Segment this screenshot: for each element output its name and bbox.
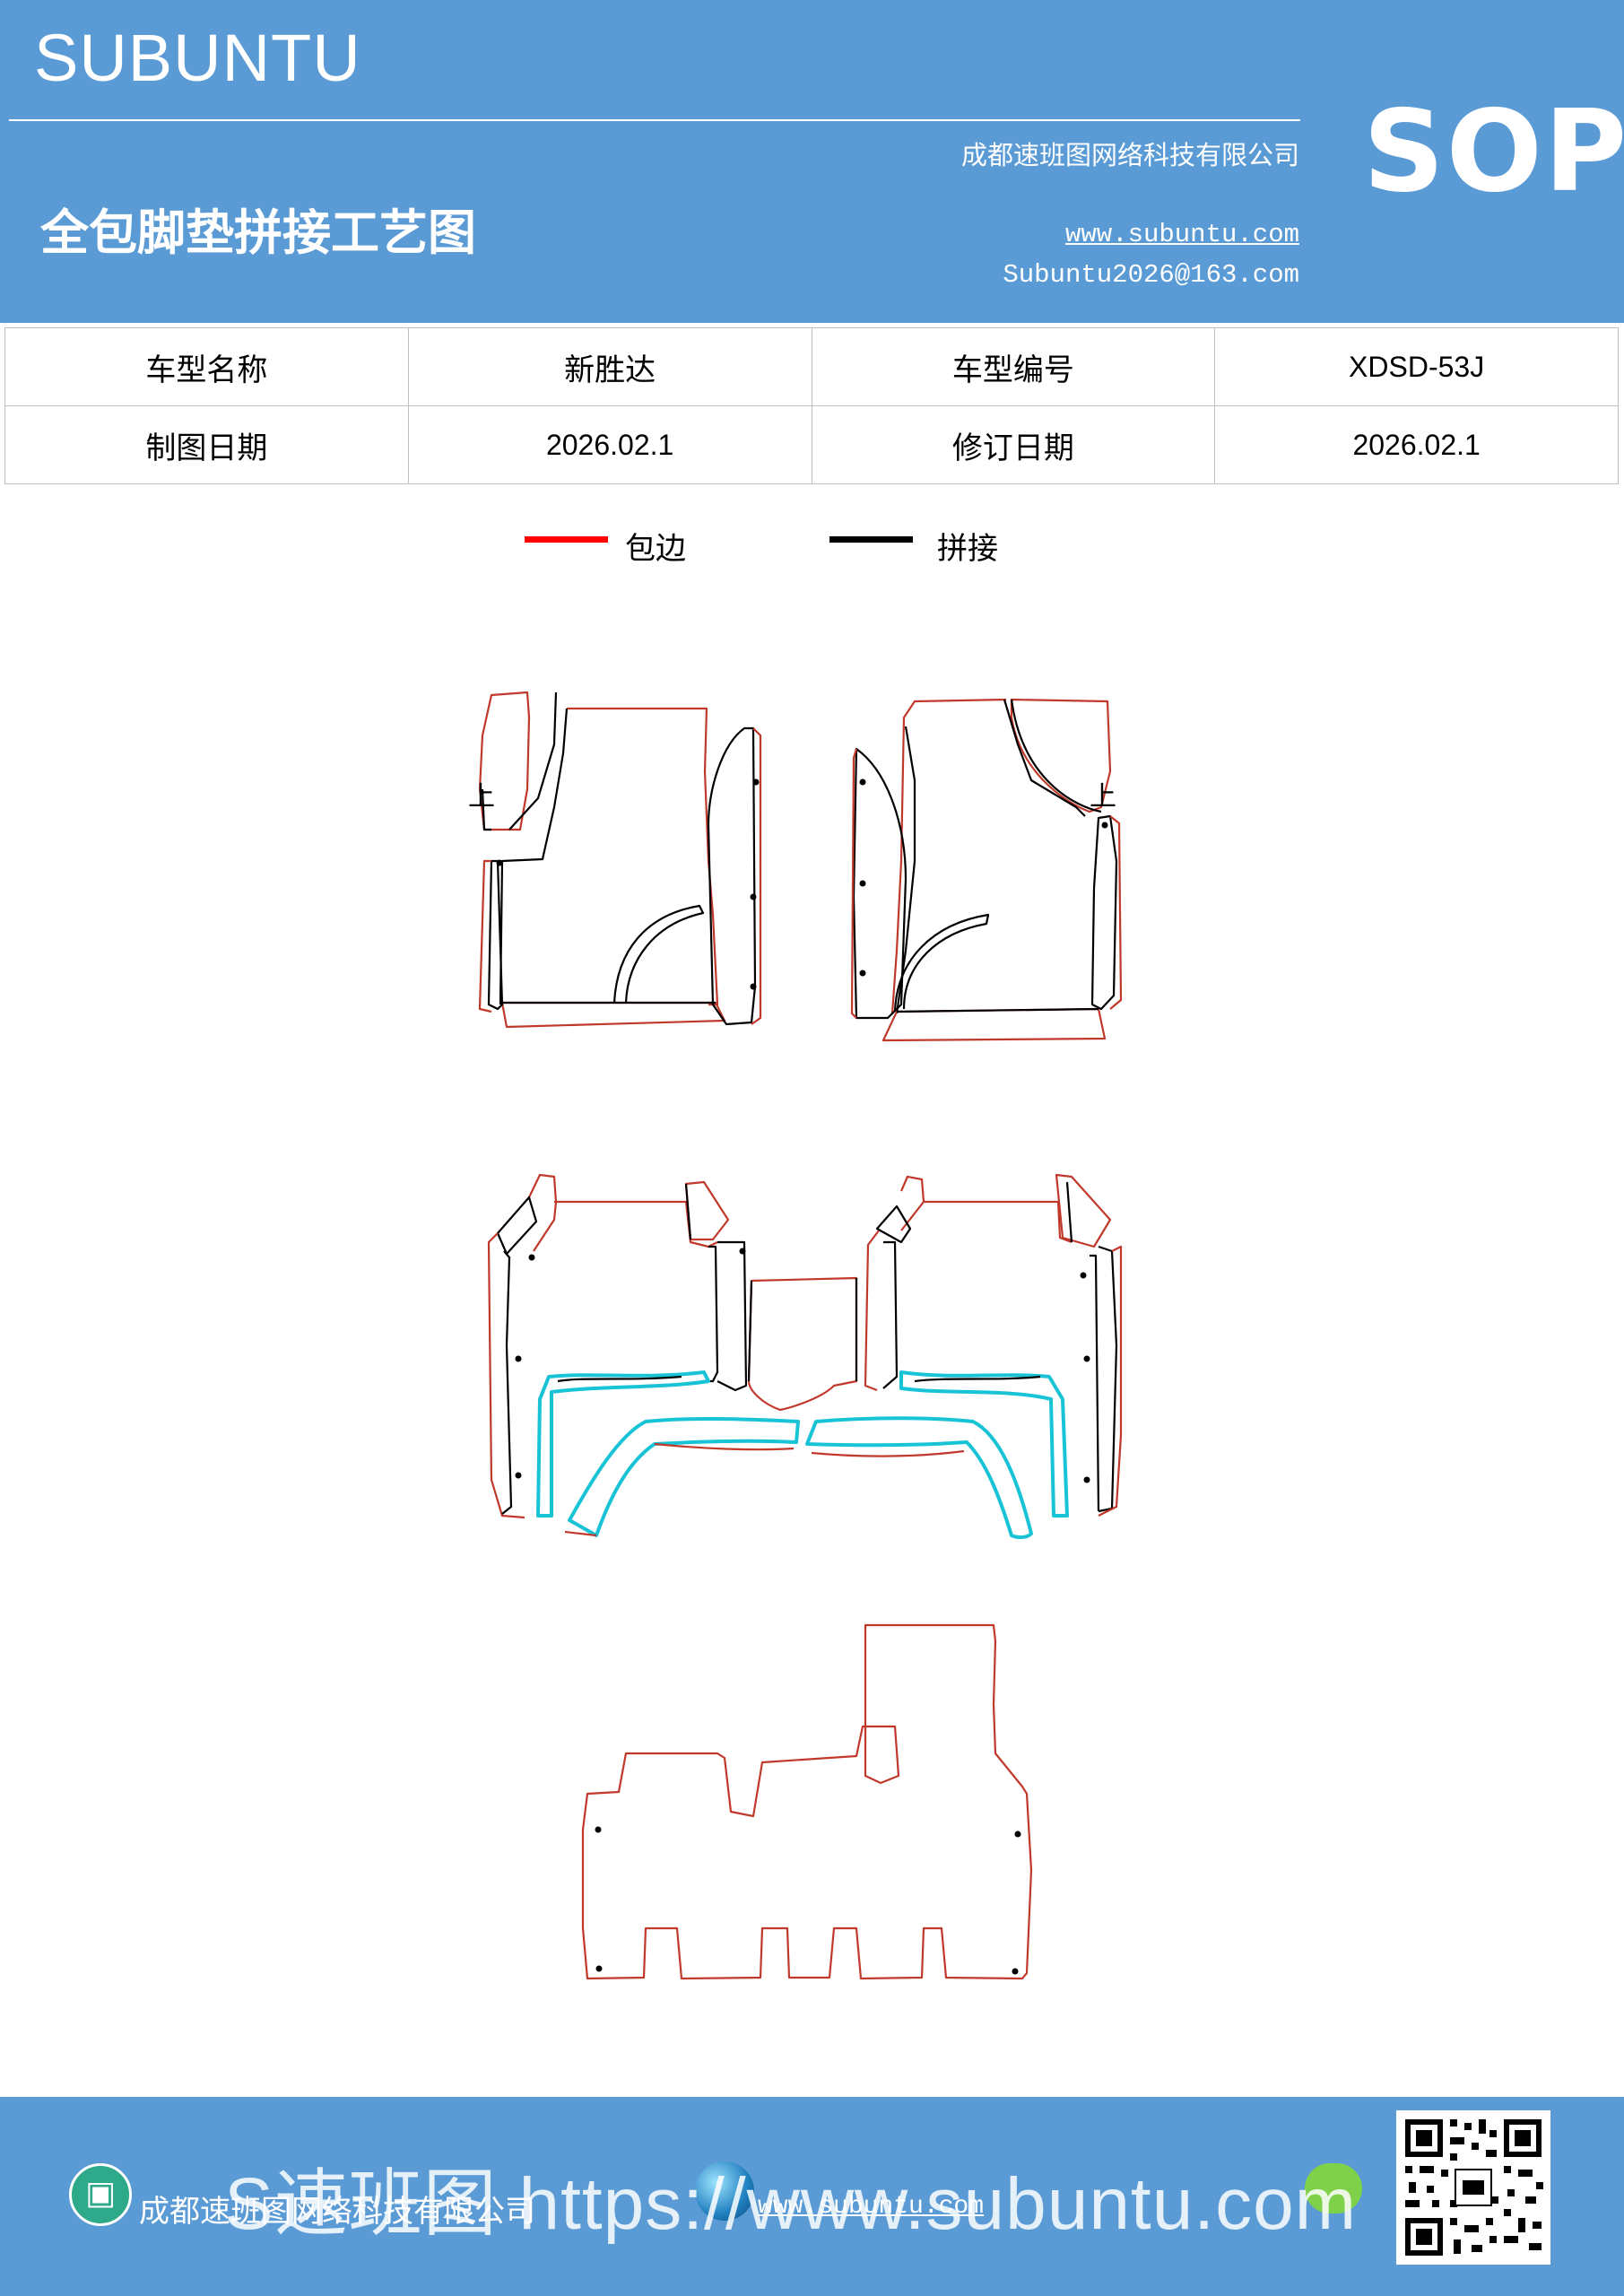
table-row: 制图日期 2026.02.1 修订日期 2026.02.1 xyxy=(4,405,1619,484)
up-marker-left: 上 xyxy=(468,781,495,813)
legend-label: 拼接 xyxy=(937,531,998,567)
front-right-mat xyxy=(850,698,1123,1042)
model-code-value: XDSD-53J xyxy=(1214,327,1619,406)
header-banner: SUBUNTU 成都速班图网络科技有限公司 全包脚垫拼接工艺图 www.subu… xyxy=(0,0,1624,323)
up-marker-right: 上 xyxy=(1090,781,1116,813)
vehicle-info-table: 车型名称 新胜达 车型编号 XDSD-53J 制图日期 2026.02.1 修订… xyxy=(4,327,1619,484)
model-code-label: 车型编号 xyxy=(811,327,1216,406)
model-name-label: 车型名称 xyxy=(4,327,409,406)
front-left-mat xyxy=(478,691,762,1029)
brand-name: SUBUNTU xyxy=(34,21,361,95)
sop-badge: SOP xyxy=(1363,85,1624,217)
table-row: 车型名称 新胜达 车型编号 XDSD-53J xyxy=(4,327,1619,406)
legend-swatch-black xyxy=(829,536,913,543)
second-row-mats xyxy=(487,1173,1123,1540)
revision-date-value: 2026.02.1 xyxy=(1214,405,1619,484)
rear-mat xyxy=(581,1623,1033,1980)
qr-code xyxy=(1396,2110,1550,2265)
footer-website-link[interactable]: www.subuntu.com xyxy=(758,2193,985,2221)
header-company: 成都速班图网络科技有限公司 xyxy=(960,140,1299,170)
wechat-icon[interactable] xyxy=(1305,2163,1362,2213)
legend-swatch-red xyxy=(525,536,608,543)
header-website-link[interactable]: www.subuntu.com xyxy=(1064,220,1299,249)
building-icon: ▣ xyxy=(69,2163,132,2226)
header-email: Subuntu2026@163.com xyxy=(1003,260,1299,290)
revision-date-label: 修订日期 xyxy=(811,405,1216,484)
legend-label: 包边 xyxy=(625,531,686,567)
model-name-value: 新胜达 xyxy=(407,327,812,406)
footer-company: 成都速班图网络科技有限公司 xyxy=(139,2194,535,2230)
draw-date-label: 制图日期 xyxy=(4,405,409,484)
header-divider xyxy=(9,119,1300,121)
footer-watermark: S速班图 https://www.subuntu.com xyxy=(224,2163,1358,2245)
draw-date-value: 2026.02.1 xyxy=(407,405,812,484)
globe-icon xyxy=(695,2161,754,2221)
page-title: 全包脚垫拼接工艺图 xyxy=(40,204,476,261)
